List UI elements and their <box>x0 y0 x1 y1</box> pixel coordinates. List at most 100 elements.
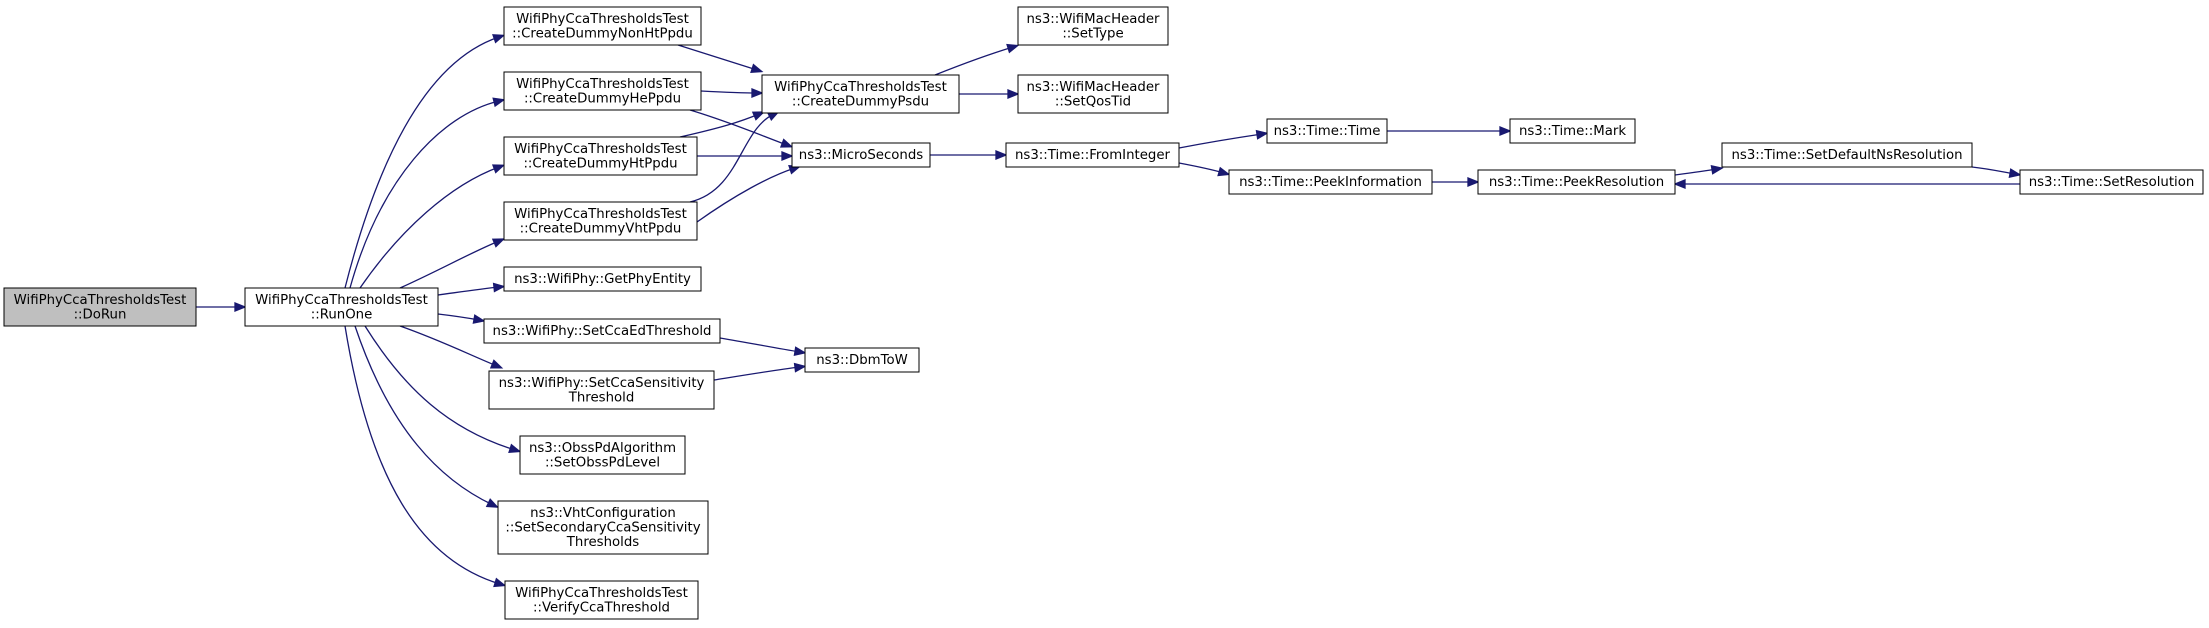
arrowhead <box>779 138 794 148</box>
node-label-line: ns3::Time::FromInteger <box>1015 148 1171 163</box>
edge-line <box>349 100 500 289</box>
edge-line <box>696 167 796 223</box>
edge-fromInt-to-peekInfo <box>1178 162 1231 177</box>
arrowhead <box>491 164 506 174</box>
node-label-line: WifiPhyCcaThresholdsTest <box>516 12 689 27</box>
node-label-line: ns3::WifiPhy::GetPhyEntity <box>514 272 691 287</box>
arrowhead <box>492 282 506 293</box>
node-label-line: ::RunOne <box>311 307 373 322</box>
node-setCcaEd[interactable]: ns3::WifiPhy::SetCcaEdThreshold <box>483 318 721 344</box>
edge-runOne-to-setCcaSens <box>399 325 504 369</box>
node-verify[interactable]: WifiPhyCcaThresholdsTest::VerifyCcaThres… <box>504 580 699 620</box>
edge-createHt-to-micro <box>696 151 794 161</box>
arrowhead <box>491 238 506 248</box>
node-fromInt[interactable]: ns3::Time::FromInteger <box>1005 142 1180 168</box>
node-label-line: ns3::MicroSeconds <box>799 148 923 163</box>
node-setQos[interactable]: ns3::WifiMacHeader::SetQosTid <box>1017 74 1169 114</box>
arrowhead <box>781 151 794 161</box>
node-setObss[interactable]: ns3::ObssPdAlgorithm::SetObssPdLevel <box>519 435 686 475</box>
edge-doRun-to-runOne <box>195 302 247 312</box>
node-timeTime[interactable]: ns3::Time::Time <box>1266 118 1388 144</box>
node-box <box>1266 118 1388 144</box>
edge-line <box>700 90 758 94</box>
node-box <box>488 370 715 410</box>
edge-micro-to-fromInt <box>930 150 1008 160</box>
edge-setDefNs-to-setRes <box>1971 166 2022 178</box>
node-createPsdu[interactable]: WifiPhyCcaThresholdsTest::CreateDummyPsd… <box>761 74 960 114</box>
edge-line <box>437 286 500 296</box>
edge-runOne-to-setObss <box>364 325 522 454</box>
arrowhead <box>234 302 247 312</box>
node-label-line: ::CreateDummyPsdu <box>792 94 929 109</box>
arrowhead <box>492 34 506 44</box>
node-label-line: ns3::Time::Mark <box>1519 124 1626 139</box>
node-setRes[interactable]: ns3::Time::SetResolution <box>2019 169 2204 195</box>
node-box <box>483 318 721 344</box>
node-label-line: WifiPhyCcaThresholdsTest <box>255 293 428 308</box>
node-micro[interactable]: ns3::MicroSeconds <box>791 142 931 168</box>
node-createHt[interactable]: WifiPhyCcaThresholdsTest::CreateDummyHtP… <box>503 136 698 176</box>
edge-createHe-to-micro <box>689 109 794 148</box>
edge-runOne-to-createHt <box>359 164 506 289</box>
node-label-line: WifiPhyCcaThresholdsTest <box>516 77 689 92</box>
node-label-line: ns3::Time::PeekResolution <box>1489 175 1664 190</box>
edge-fromInt-to-timeTime <box>1178 129 1269 149</box>
node-peekRes[interactable]: ns3::Time::PeekResolution <box>1477 169 1676 195</box>
node-doRun[interactable]: WifiPhyCcaThresholdsTest::DoRun <box>3 287 197 327</box>
node-runOne[interactable]: WifiPhyCcaThresholdsTest::RunOne <box>244 287 439 327</box>
node-dbm[interactable]: ns3::DbmToW <box>804 347 920 373</box>
edge-setCcaEd-to-dbm <box>719 337 807 356</box>
arrowhead <box>1255 129 1269 140</box>
node-box <box>3 287 197 327</box>
edge-createVht-to-micro <box>696 165 802 223</box>
node-label-line: ns3::WifiPhy::SetCcaSensitivity <box>499 376 705 391</box>
edges-layer <box>195 34 2022 588</box>
edge-line <box>1178 133 1263 149</box>
edge-peekRes-to-setDefNs <box>1674 165 1724 176</box>
arrowhead <box>1673 179 1686 189</box>
node-label-line: ::SetObssPdLevel <box>545 455 660 470</box>
node-box <box>1017 6 1169 46</box>
arrowhead <box>489 359 504 369</box>
node-mark[interactable]: ns3::Time::Mark <box>1509 118 1636 144</box>
node-label-line: ns3::Time::SetDefaultNsResolution <box>1731 148 1962 163</box>
node-setDefNs[interactable]: ns3::Time::SetDefaultNsResolution <box>1721 142 1973 168</box>
node-createHe[interactable]: WifiPhyCcaThresholdsTest::CreateDummyHeP… <box>503 71 702 111</box>
node-createVht[interactable]: WifiPhyCcaThresholdsTest::CreateDummyVht… <box>503 201 698 241</box>
node-box <box>503 266 702 292</box>
node-vhtConf[interactable]: ns3::VhtConfiguration::SetSecondaryCcaSe… <box>497 500 709 555</box>
edge-runOne-to-vhtConf <box>354 325 500 508</box>
node-label-line: ns3::Time::PeekInformation <box>1239 175 1422 190</box>
edge-line <box>689 109 788 146</box>
arrowhead <box>485 498 500 508</box>
node-setType[interactable]: ns3::WifiMacHeader::SetType <box>1017 6 1169 46</box>
arrowhead <box>793 346 807 356</box>
edge-line <box>364 325 516 451</box>
nodes-layer: WifiPhyCcaThresholdsTest::DoRunWifiPhyCc… <box>3 6 2204 620</box>
node-label-line: WifiPhyCcaThresholdsTest <box>514 142 687 157</box>
node-label-line: ::SetSecondaryCcaSensitivity <box>505 521 700 536</box>
node-createNonHt[interactable]: WifiPhyCcaThresholdsTest::CreateDummyNon… <box>503 6 702 46</box>
node-box <box>804 347 920 373</box>
node-label-line: ::CreateDummyVhtPpdu <box>520 221 682 236</box>
node-label-line: ::CreateDummyNonHtPpdu <box>512 26 693 41</box>
edge-line <box>344 36 500 289</box>
edge-line <box>1178 162 1225 174</box>
node-label-line: ns3::Time::SetResolution <box>2029 175 2195 190</box>
node-label-line: WifiPhyCcaThresholdsTest <box>14 293 187 308</box>
node-peekInfo[interactable]: ns3::Time::PeekInformation <box>1228 169 1433 195</box>
edge-runOne-to-createNonHt <box>344 34 506 289</box>
edge-line <box>679 113 760 138</box>
node-label-line: ns3::WifiMacHeader <box>1026 12 1160 27</box>
arrowhead <box>472 314 486 324</box>
edge-line <box>399 325 498 367</box>
node-getPhyEntity[interactable]: ns3::WifiPhy::GetPhyEntity <box>503 266 702 292</box>
edge-createPsdu-to-setType <box>934 43 1020 76</box>
edge-runOne-to-createHe <box>349 97 506 289</box>
edge-setCcaSens-to-dbm <box>713 362 807 381</box>
edge-line <box>713 366 801 381</box>
edge-line <box>677 44 758 71</box>
node-label-line: Threshold <box>568 390 635 405</box>
